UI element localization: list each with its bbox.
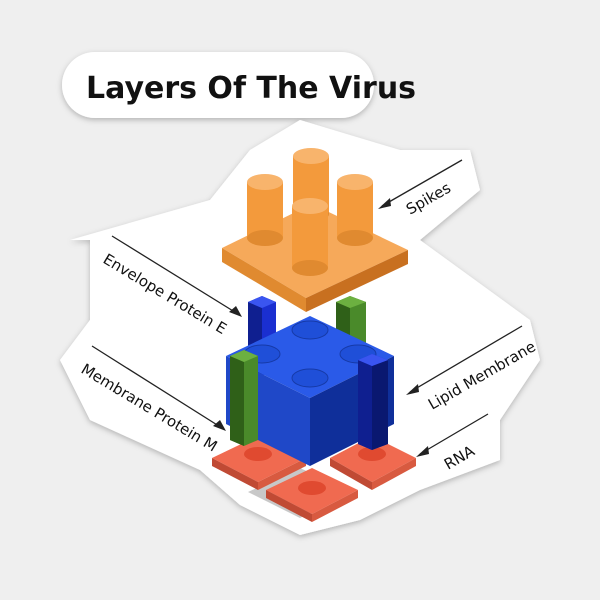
- page-title: Layers Of The Virus: [86, 71, 416, 106]
- membrane-protein-pillar-front: [230, 350, 258, 446]
- spike: [247, 174, 283, 246]
- leader-lines: [91, 159, 523, 455]
- spikes-layer: [222, 148, 408, 312]
- spike: [292, 198, 328, 276]
- arrow-heads: [213, 198, 429, 457]
- spike: [337, 174, 373, 246]
- envelope-protein-pillar-front: [358, 354, 388, 450]
